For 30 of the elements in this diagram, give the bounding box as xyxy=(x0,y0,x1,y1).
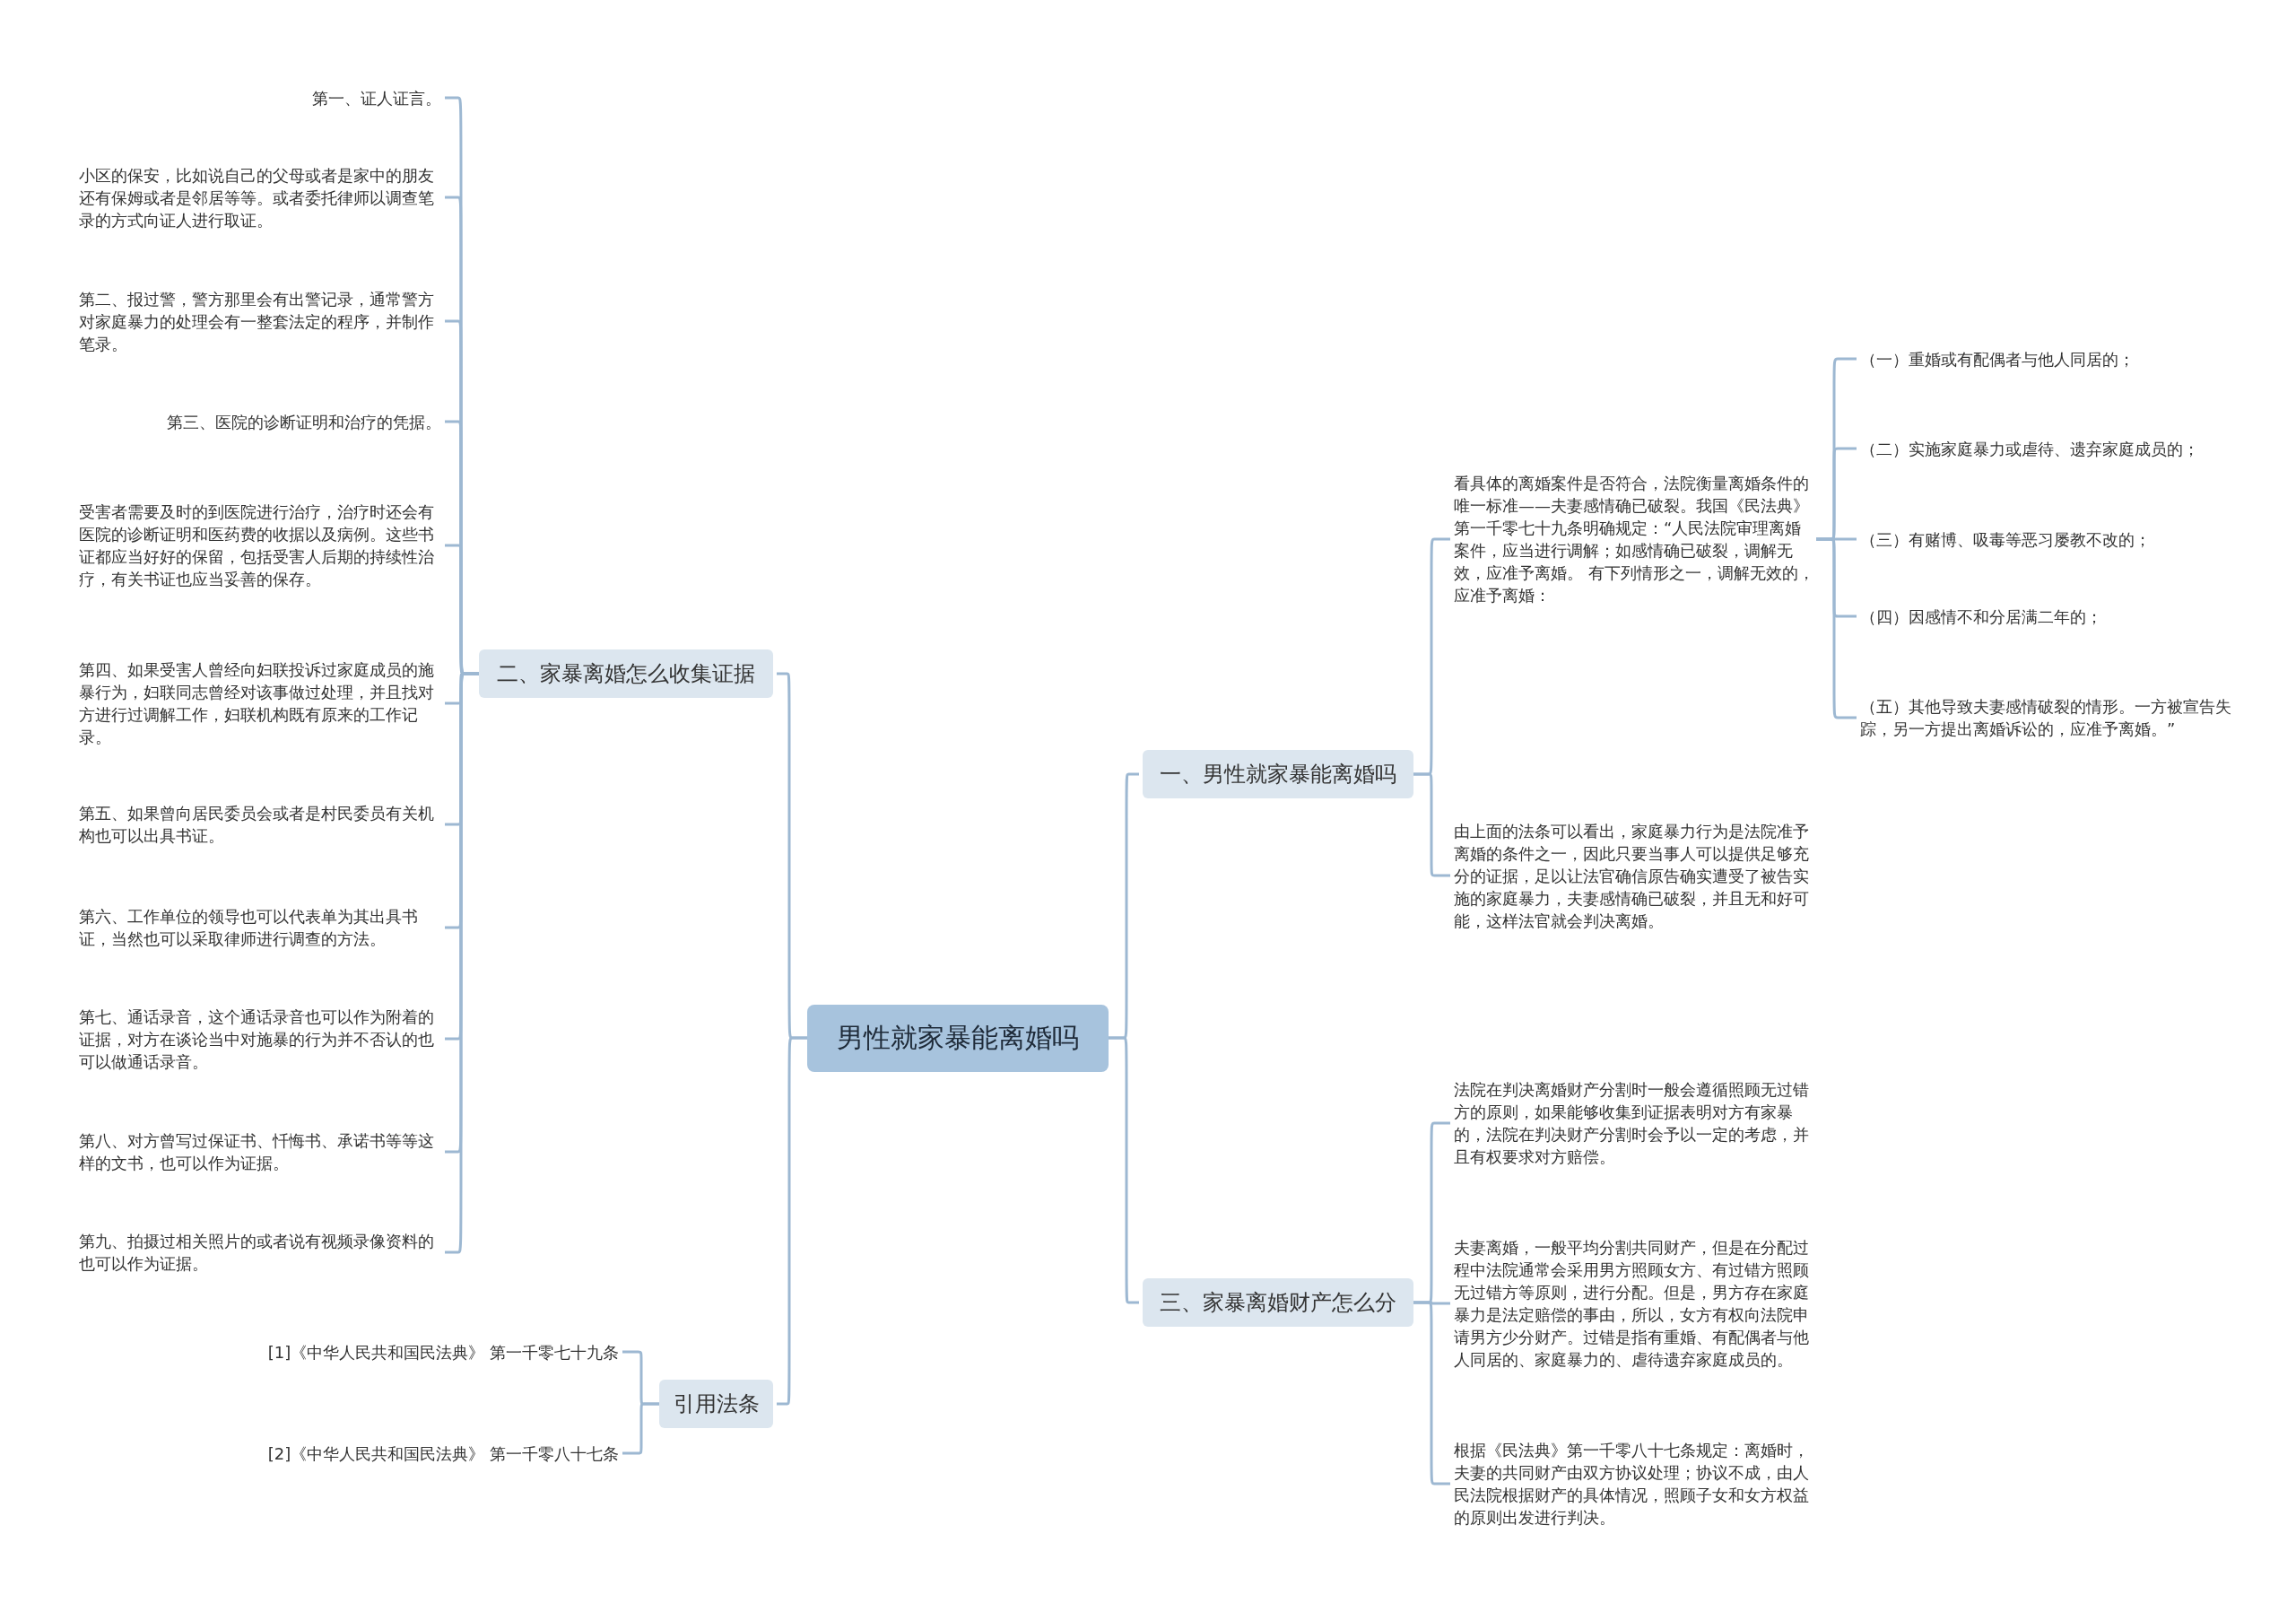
connector-line xyxy=(777,1036,807,1406)
connector-line xyxy=(1109,1036,1139,1304)
central-topic: 男性就家暴能离婚吗 xyxy=(807,1004,1109,1072)
topic-text: 小区的保安，比如说自己的父母或者是家中的朋友还有保姆或者是邻居等等。或者委托律师以调查笔录的方式向证人进行取证。 xyxy=(79,163,441,231)
topic-text: 第二、报过警，警方那里会有出警记录，通常警方对家庭暴力的处理会有一整套法定的程序，并制作笔录。 xyxy=(79,287,441,355)
topic-text: [2]《中华人民共和国民法典》 第一千零八十七条 xyxy=(267,1442,619,1465)
topic-text: [1]《中华人民共和国民法典》 第一千零七十九条 xyxy=(267,1340,619,1364)
topic-text: 第八、对方曾写过保证书、忏悔书、承诺书等等这样的文书，也可以作为证据。 xyxy=(79,1129,441,1174)
topic-text: 看具体的离婚案件是否符合，法院衡量离婚条件的唯一标准——夫妻感情确已破裂。我国《民法典》第一千零七十九条明确规定：“人民法院审理离婚案件，应当进行调解；如感情确已破裂，调解无效，应准予离婚。 有下列情形之一，调解无效的，应准予离婚： xyxy=(1454,472,1816,606)
topic-text: 受害者需要及时的到医院进行治疗，治疗时还会有医院的诊断证明和医药费的收据以及病例。这些书证都应当好好的保留，包括受害人后期的持续性治疗，有关书证也应当妥善的保存。 xyxy=(79,501,441,590)
topic-text: （二）实施家庭暴力或虐待、遗弃家庭成员的； xyxy=(1860,437,2199,460)
topic-text: （一）重婚或有配偶者与他人同居的； xyxy=(1860,347,2135,370)
topic-text: （五）其他导致夫妻感情破裂的情形。一方被宣告失踪，另一方提出离婚诉讼的，应准予离婚。” xyxy=(1860,695,2237,740)
topic-text: 第七、通话录音，这个通话录音也可以作为附着的证据，对方在谈论当中对施暴的行为并不否认的也可以做通话录音。 xyxy=(79,1005,441,1073)
topic-text: 第一、证人证言。 xyxy=(312,86,441,109)
topic-text: 第四、如果受害人曾经向妇联投诉过家庭成员的施暴行为，妇联同志曾经对该事做过处理，并且找对方进行过调解工作，妇联机构既有原来的工作记录。 xyxy=(79,658,441,748)
branch-topic: 一、男性就家暴能离婚吗 xyxy=(1143,750,1413,798)
branch-topic: 引用法条 xyxy=(659,1380,773,1428)
topic-text: （四）因感情不和分居满二年的； xyxy=(1860,605,2102,628)
branch-topic: 二、家暴离婚怎么收集证据 xyxy=(479,649,773,698)
branch-topic: 三、家暴离婚财产怎么分 xyxy=(1143,1278,1413,1327)
topic-text: 第九、拍摄过相关照片的或者说有视频录像资料的也可以作为证据。 xyxy=(79,1230,441,1275)
topic-text: 第三、医院的诊断证明和治疗的凭据。 xyxy=(167,410,441,433)
topic-text: 第五、如果曾向居民委员会或者是村民委员有关机构也可以出具书证。 xyxy=(79,802,441,847)
topic-text: 法院在判决离婚财产分割时一般会遵循照顾无过错方的原则，如果能够收集到证据表明对方有家暴的，法院在判决财产分割时会予以一定的考虑，并且有权要求对方赔偿。 xyxy=(1454,1078,1816,1168)
topic-text: （三）有赌博、吸毒等恶习屡教不改的； xyxy=(1860,527,2151,551)
topic-text: 夫妻离婚，一般平均分割共同财产，但是在分配过程中法院通常会采用男方照顾女方、有过错方照顾无过错方等原则，进行分配。但是，男方存在家庭暴力是法定赔偿的事由，所以，女方有权向法院申请男方少分财产。过错是指有重婚、有配偶者与他人同居的、家庭暴力的、虐待遗弃家庭成员的。 xyxy=(1454,1236,1816,1371)
topic-text: 根据《民法典》第一千零八十七条规定：离婚时，夫妻的共同财产由双方协议处理；协议不成，由人民法院根据财产的具体情况，照顾子女和女方权益的原则出发进行判决。 xyxy=(1454,1439,1816,1529)
topic-text: 第六、工作单位的领导也可以代表单为其出具书证，当然也可以采取律师进行调查的方法。 xyxy=(79,905,441,950)
topic-text: 由上面的法条可以看出，家庭暴力行为是法院准予离婚的条件之一，因此只要当事人可以提供足够充分的证据，足以让法官确信原告确实遭受了被告实施的家庭暴力，夫妻感情确已破裂，并且无和好可能，这样法官就会判决离婚。 xyxy=(1454,819,1816,932)
